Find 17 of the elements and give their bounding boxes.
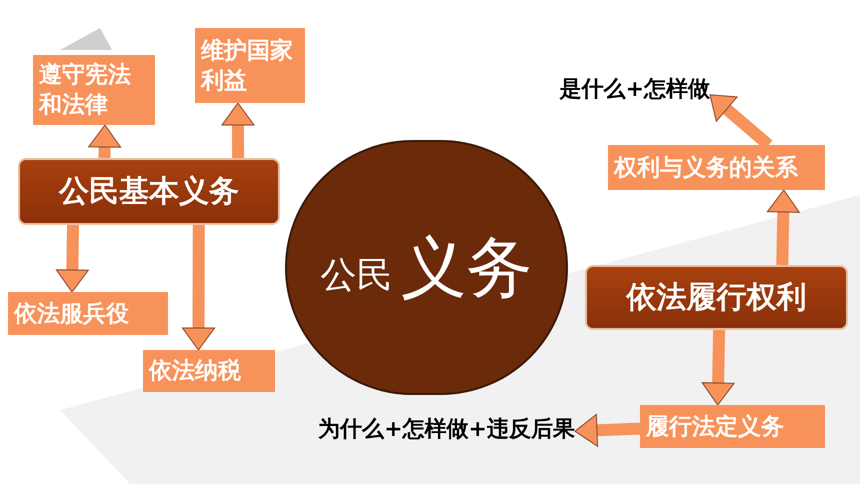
block-arrow xyxy=(221,102,254,158)
topic-box: 遵守宪法和法律 xyxy=(33,55,155,125)
topic-box: 维护国家利益 xyxy=(195,28,305,103)
topic-box: 履行法定义务 xyxy=(640,405,825,448)
heading-box: 公民基本义务 xyxy=(18,158,280,225)
heading-box: 依法履行权利 xyxy=(585,265,848,330)
block-arrow xyxy=(56,224,89,292)
topic-box: 权利与义务的关系 xyxy=(608,145,825,190)
block-arrow xyxy=(702,330,735,406)
note-text: 是什么+怎样做 xyxy=(560,78,710,102)
block-arrow xyxy=(574,414,640,447)
block-arrow xyxy=(766,190,800,266)
topic-box: 依法服兵役 xyxy=(8,292,168,335)
block-arrow xyxy=(182,224,215,350)
note-text: 为什么+怎样做+违反后果 xyxy=(318,418,575,442)
block-arrow xyxy=(88,124,122,158)
topic-box: 依法纳税 xyxy=(143,350,275,392)
